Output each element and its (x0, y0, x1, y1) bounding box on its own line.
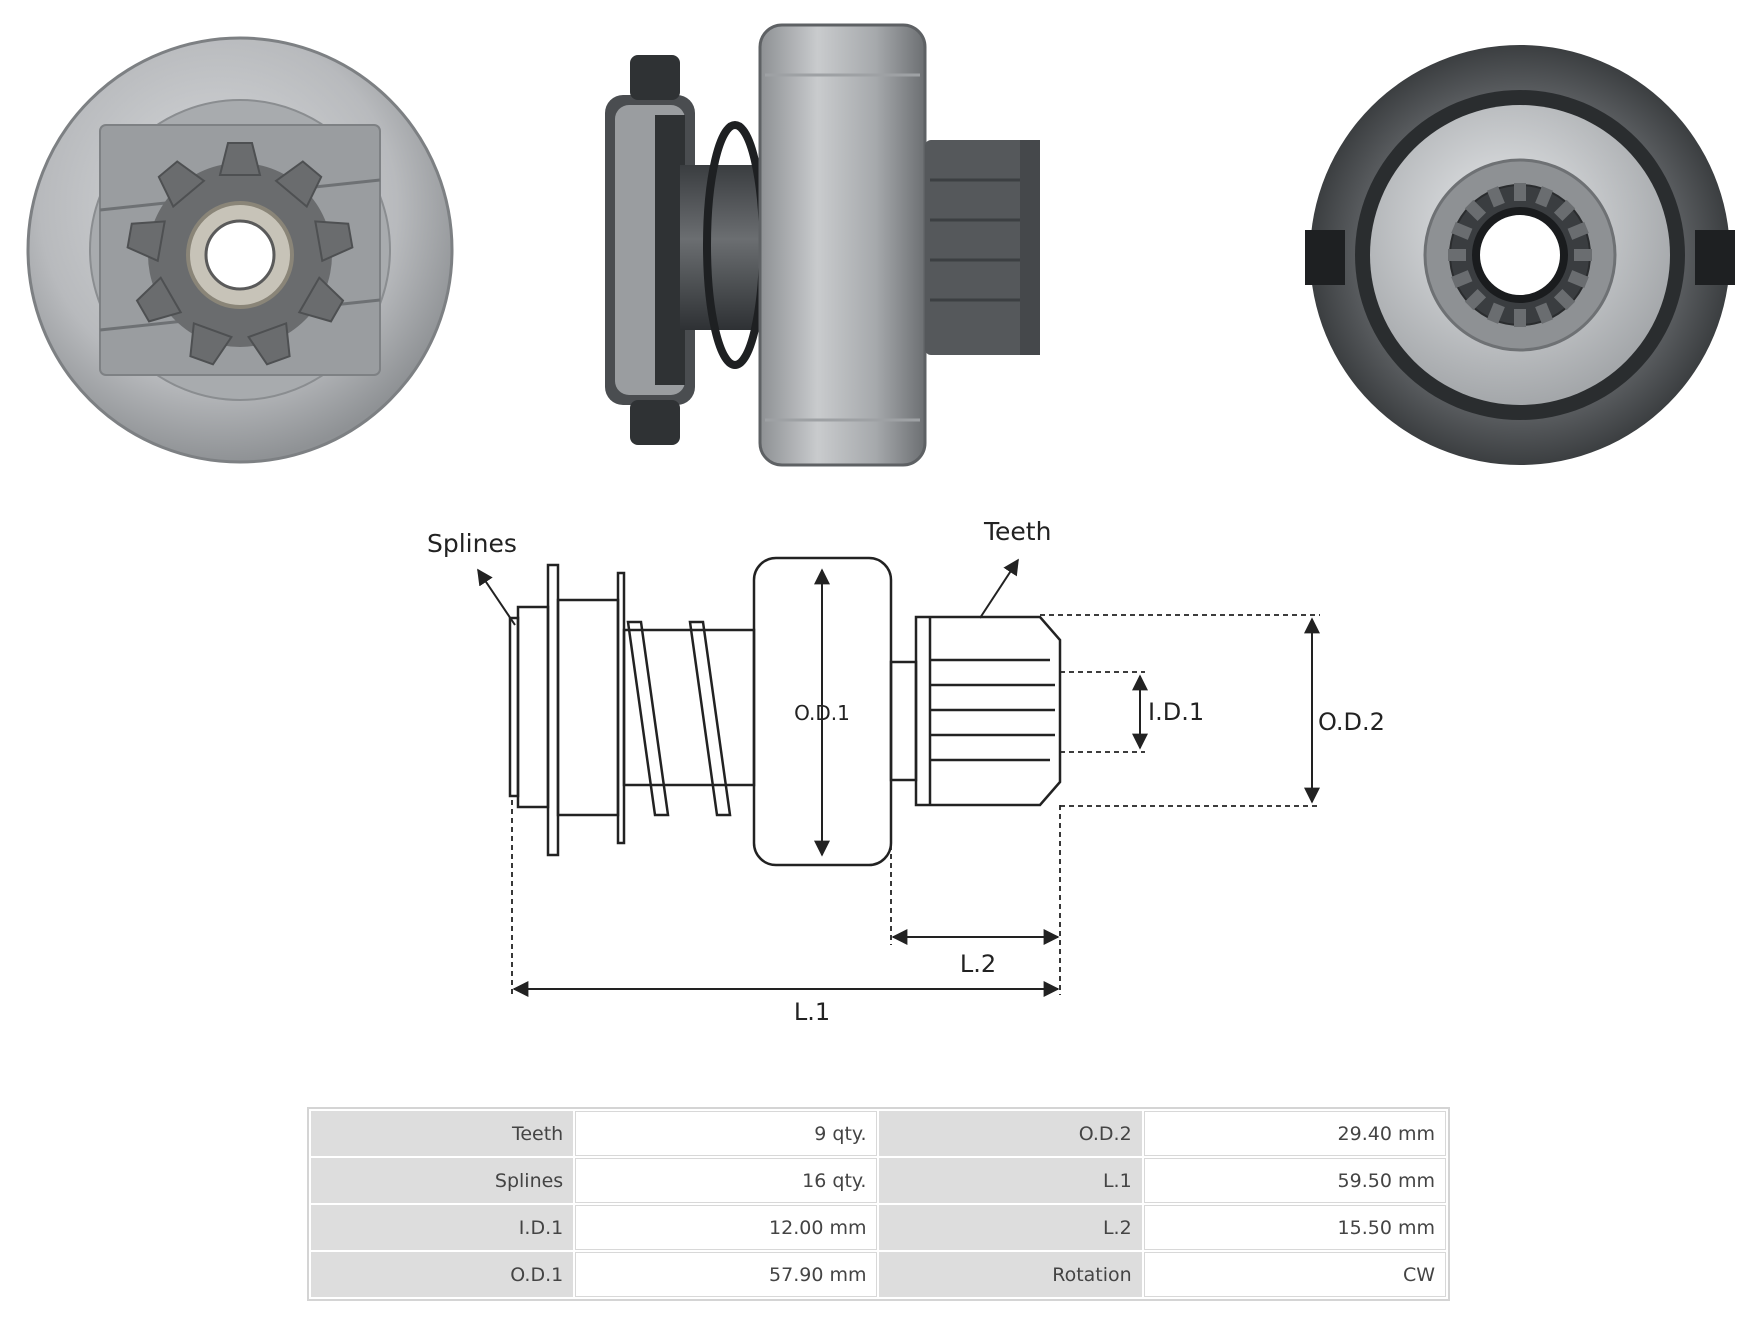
spec-value: 12.00 mm (575, 1205, 878, 1250)
spec-value: 59.50 mm (1143, 1158, 1446, 1203)
spec-value: 9 qty. (575, 1111, 878, 1156)
spec-value: 15.50 mm (1143, 1205, 1446, 1250)
spec-label: I.D.1 (311, 1205, 574, 1250)
spec-label: L.1 (879, 1158, 1142, 1203)
od2-label: O.D.2 (1318, 708, 1385, 736)
splines-callout: Splines (427, 529, 517, 558)
spec-value: 16 qty. (575, 1158, 878, 1203)
spec-label: O.D.1 (311, 1252, 574, 1297)
spec-label: Teeth (311, 1111, 574, 1156)
pinion-front-photo (26, 36, 454, 464)
drive-side-photo (605, 23, 1040, 467)
spec-label: Rotation (879, 1252, 1142, 1297)
spec-label: Splines (311, 1158, 574, 1203)
l1-label: L.1 (794, 998, 830, 1026)
spec-value: 29.40 mm (1143, 1111, 1446, 1156)
l2-label: L.2 (960, 950, 996, 978)
spec-label: O.D.2 (879, 1111, 1142, 1156)
drive-outline (508, 556, 1062, 867)
od1-label: O.D.1 (794, 701, 850, 725)
spec-value: 57.90 mm (575, 1252, 878, 1297)
teeth-callout: Teeth (983, 517, 1051, 546)
drive-back-photo (1305, 45, 1735, 465)
dimension-diagram: O.D.1 I.D.1 O.D.2 L.2 L.1 Splines Teeth (427, 517, 1385, 1026)
spec-value: CW (1143, 1252, 1446, 1297)
id1-label: I.D.1 (1148, 698, 1204, 726)
spec-label: L.2 (879, 1205, 1142, 1250)
